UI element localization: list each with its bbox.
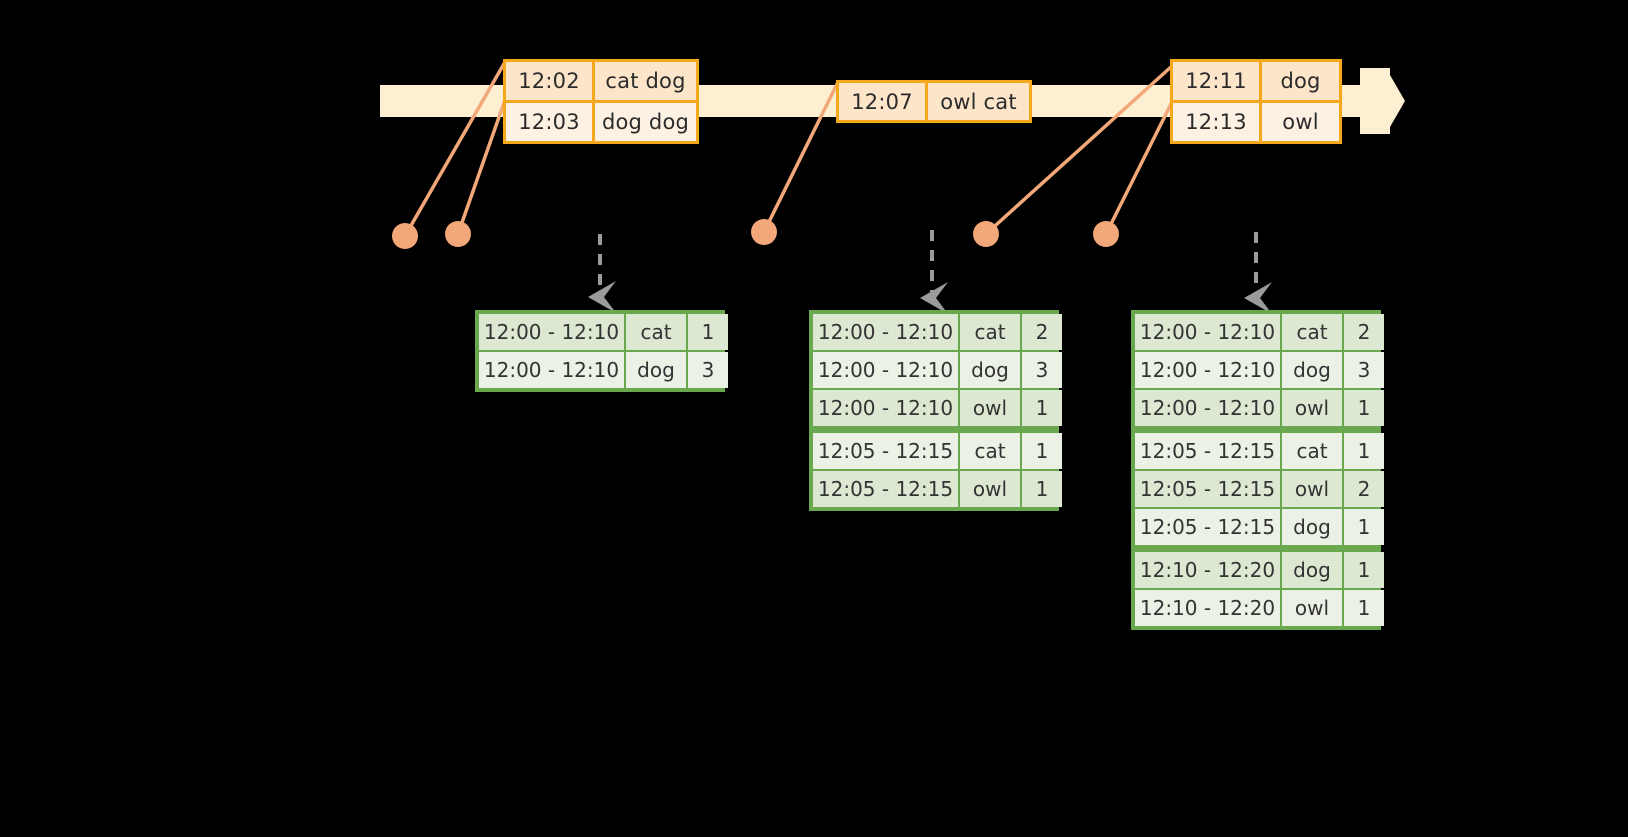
table-cell-word: cat [960,314,1020,350]
table-cell-word: dog [1282,352,1342,388]
table-cell-count: 3 [688,352,728,388]
event-dot-2 [445,221,471,247]
connector-line-3 [762,80,840,234]
table-cell-window: 12:05 - 12:15 [1135,471,1280,507]
event-dot-5 [1093,221,1119,247]
table-cell-word: cat [1282,314,1342,350]
connector-line-2 [456,98,507,236]
table-cell-window: 12:00 - 12:10 [1135,390,1280,426]
table-cell-window: 12:00 - 12:10 [479,314,624,350]
event-dot-1 [392,223,418,249]
table-cell-count: 1 [1344,390,1384,426]
event-words: owl [1282,110,1319,134]
event-words: dog [1280,69,1321,93]
table-group-separator [813,428,1055,431]
event-row[interactable]: 12:11 dog [1173,62,1339,100]
table-cell-count: 1 [1344,509,1384,545]
table-cell-word: owl [960,390,1020,426]
event-words: dog dog [601,110,690,134]
table-cell-window: 12:00 - 12:10 [813,390,958,426]
table-cell-word: owl [1282,590,1342,626]
table-cell-word: cat [960,433,1020,469]
table-cell-window: 12:05 - 12:15 [813,471,958,507]
table-cell-word: dog [960,352,1020,388]
event-box-1[interactable]: 12:02 cat dog 12:03 dog dog [503,59,699,144]
table-cell-count: 1 [1022,433,1062,469]
event-time: 12:13 [1173,103,1262,141]
table-cell-count: 1 [1022,471,1062,507]
event-dot-4 [973,221,999,247]
table-cell-window: 12:05 - 12:15 [813,433,958,469]
table-cell-count: 3 [1344,352,1384,388]
table-group-separator [1135,428,1377,431]
table-cell-word: cat [1282,433,1342,469]
event-time: 12:07 [839,83,928,120]
connector-lines [403,60,1174,238]
table-cell-count: 1 [1022,390,1062,426]
table-cell-word: owl [1282,390,1342,426]
table-cell-word: dog [1282,552,1342,588]
event-row[interactable]: 12:02 cat dog [506,62,696,100]
table-group-separator [1135,547,1377,550]
table-cell-window: 12:00 - 12:10 [1135,314,1280,350]
table-cell-count: 2 [1022,314,1062,350]
table-cell-count: 2 [1344,314,1384,350]
table-cell-window: 12:00 - 12:10 [479,352,624,388]
event-box-3[interactable]: 12:11 dog 12:13 owl [1170,59,1342,144]
table-cell-word: dog [626,352,686,388]
connector-line-1 [403,60,507,238]
table-cell-count: 1 [1344,590,1384,626]
event-time: 12:03 [506,103,595,141]
event-box-2[interactable]: 12:07 owl cat [836,80,1032,123]
table-cell-count: 3 [1022,352,1062,388]
dashed-arrows [588,230,1272,314]
table-cell-count: 1 [1344,433,1384,469]
table-cell-window: 12:05 - 12:15 [1135,433,1280,469]
table-cell-window: 12:10 - 12:20 [1135,552,1280,588]
table-cell-window: 12:10 - 12:20 [1135,590,1280,626]
table-cell-count: 1 [688,314,728,350]
event-time: 12:02 [506,62,595,100]
table-cell-count: 2 [1344,471,1384,507]
event-words: cat dog [605,69,686,93]
table-cell-window: 12:00 - 12:10 [813,352,958,388]
event-row[interactable]: 12:07 owl cat [839,83,1029,120]
event-dot-3 [751,219,777,245]
table-cell-count: 1 [1344,552,1384,588]
table-cell-word: cat [626,314,686,350]
table-cell-window: 12:00 - 12:10 [813,314,958,350]
connector-line-5 [1104,100,1174,236]
table-cell-window: 12:05 - 12:15 [1135,509,1280,545]
event-time: 12:11 [1173,62,1262,100]
event-dots [392,219,1119,249]
event-words: owl cat [940,89,1017,114]
event-row[interactable]: 12:13 owl [1173,100,1339,141]
table-cell-window: 12:00 - 12:10 [1135,352,1280,388]
connector-line-4 [984,64,1174,236]
event-row[interactable]: 12:03 dog dog [506,100,696,141]
table-cell-word: owl [1282,471,1342,507]
table-cell-word: owl [960,471,1020,507]
table-cell-word: dog [1282,509,1342,545]
